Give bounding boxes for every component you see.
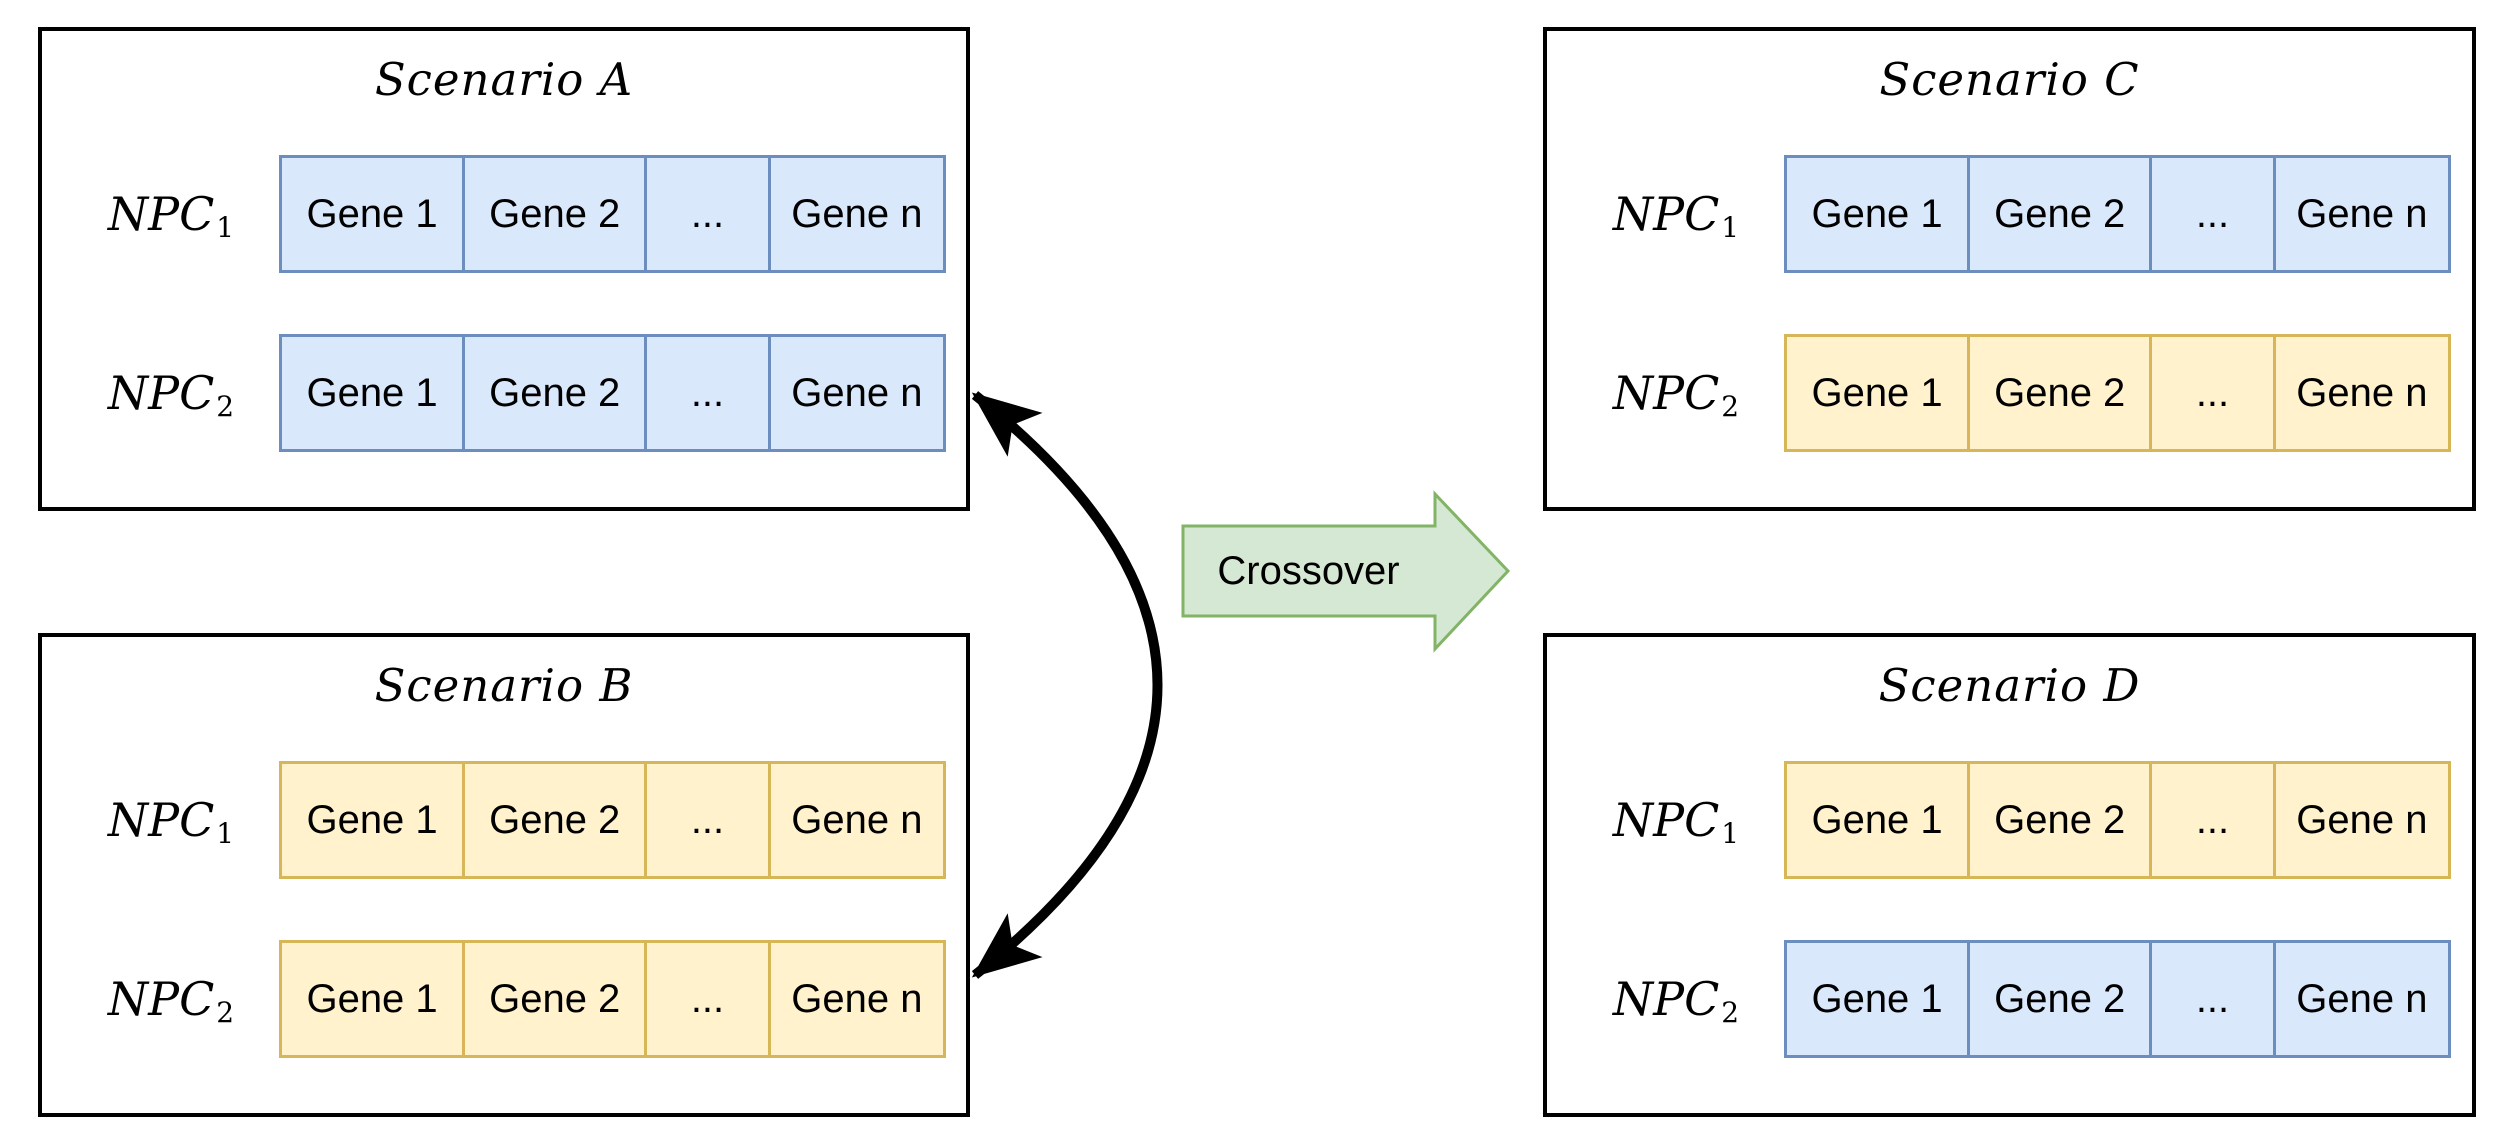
gene-cell: Gene n <box>2296 370 2428 415</box>
npc-text: NPC <box>107 793 215 847</box>
gene-cell: Gene 1 <box>1787 943 1971 1055</box>
npc-subscript: 2 <box>1721 996 1740 1029</box>
npc-text: NPC <box>1612 366 1720 420</box>
gene-cell: Gene n <box>791 797 923 842</box>
gene-cell: Gene 2 <box>465 943 648 1055</box>
gene-cell: Gene n <box>791 976 923 1021</box>
gene-cell: Gene 1 <box>1787 158 1971 270</box>
gene-cell: Gene 1 <box>282 337 466 449</box>
gene-cell: Gene 2 <box>1970 337 2153 449</box>
gene-cell-ellipsis: ... <box>647 158 771 270</box>
crossover-label: Crossover <box>1217 548 1400 593</box>
npc-text: NPC <box>107 972 215 1026</box>
gene-cell: Gene 2 <box>1970 764 2153 876</box>
npc-text: NPC <box>107 187 215 241</box>
gene-cell: Gene 2 <box>1970 158 2153 270</box>
scenario-title: Scenario B <box>374 659 634 712</box>
gene-cell: Gene 1 <box>282 764 466 876</box>
gene-cell: Gene 1 <box>282 158 466 270</box>
gene-cell: Gene n <box>2296 797 2428 842</box>
gene-cell-ellipsis: ... <box>647 764 771 876</box>
gene-strip: Gene 1 Gene 2 ... Gene n <box>279 761 946 879</box>
gene-cell: Gene n <box>2296 191 2428 236</box>
gene-cell: Gene 1 <box>1787 337 1971 449</box>
gene-cell: Gene n <box>791 191 923 236</box>
gene-strip: Gene 1 Gene 2 ... Gene n <box>279 940 946 1058</box>
gene-cell: Gene 2 <box>465 764 648 876</box>
gene-strip: Gene 1 Gene 2 ... Gene n <box>1784 761 2451 879</box>
npc-subscript: 1 <box>216 817 235 850</box>
npc-text: NPC <box>107 366 215 420</box>
scenario-title: Scenario C <box>1879 53 2140 106</box>
gene-strip: Gene 1 Gene 2 ... Gene n <box>1784 940 2451 1058</box>
gene-strip: Gene 1 Gene 2 ... Gene n <box>279 334 946 452</box>
npc-subscript: 2 <box>1721 390 1740 423</box>
gene-cell-ellipsis: ... <box>2152 337 2276 449</box>
crossover-arrow-icon <box>1181 490 1511 653</box>
scenario-title: Scenario A <box>374 53 634 106</box>
gene-cell-ellipsis: ... <box>647 943 771 1055</box>
npc-text: NPC <box>1612 793 1720 847</box>
npc-subscript: 2 <box>216 996 235 1029</box>
gene-cell-ellipsis: ... <box>2152 943 2276 1055</box>
npc-subscript: 1 <box>1721 817 1740 850</box>
gene-strip: Gene 1 Gene 2 ... Gene n <box>1784 155 2451 273</box>
gene-cell: Gene 1 <box>282 943 466 1055</box>
gene-cell: Gene 1 <box>1787 764 1971 876</box>
npc-subscript: 1 <box>216 211 235 244</box>
gene-cell: Gene n <box>2296 976 2428 1021</box>
npc-subscript: 1 <box>1721 211 1740 244</box>
npc-subscript: 2 <box>216 390 235 423</box>
gene-cell: Gene 2 <box>465 337 648 449</box>
gene-cell-ellipsis: ... <box>2152 764 2276 876</box>
gene-cell-ellipsis: ... <box>647 337 771 449</box>
gene-strip: Gene 1 Gene 2 ... Gene n <box>279 155 946 273</box>
gene-cell: Gene 2 <box>1970 943 2153 1055</box>
gene-cell-ellipsis: ... <box>2152 158 2276 270</box>
scenario-title: Scenario D <box>1878 659 2141 712</box>
gene-cell: Gene 2 <box>465 158 648 270</box>
block-arrow-shape <box>1181 490 1511 653</box>
swap-double-arrow <box>971 391 1163 979</box>
swap-arrow-curve <box>971 391 1163 979</box>
gene-cell: Gene n <box>791 370 923 415</box>
npc-text: NPC <box>1612 972 1720 1026</box>
gene-strip: Gene 1 Gene 2 ... Gene n <box>1784 334 2451 452</box>
npc-text: NPC <box>1612 187 1720 241</box>
